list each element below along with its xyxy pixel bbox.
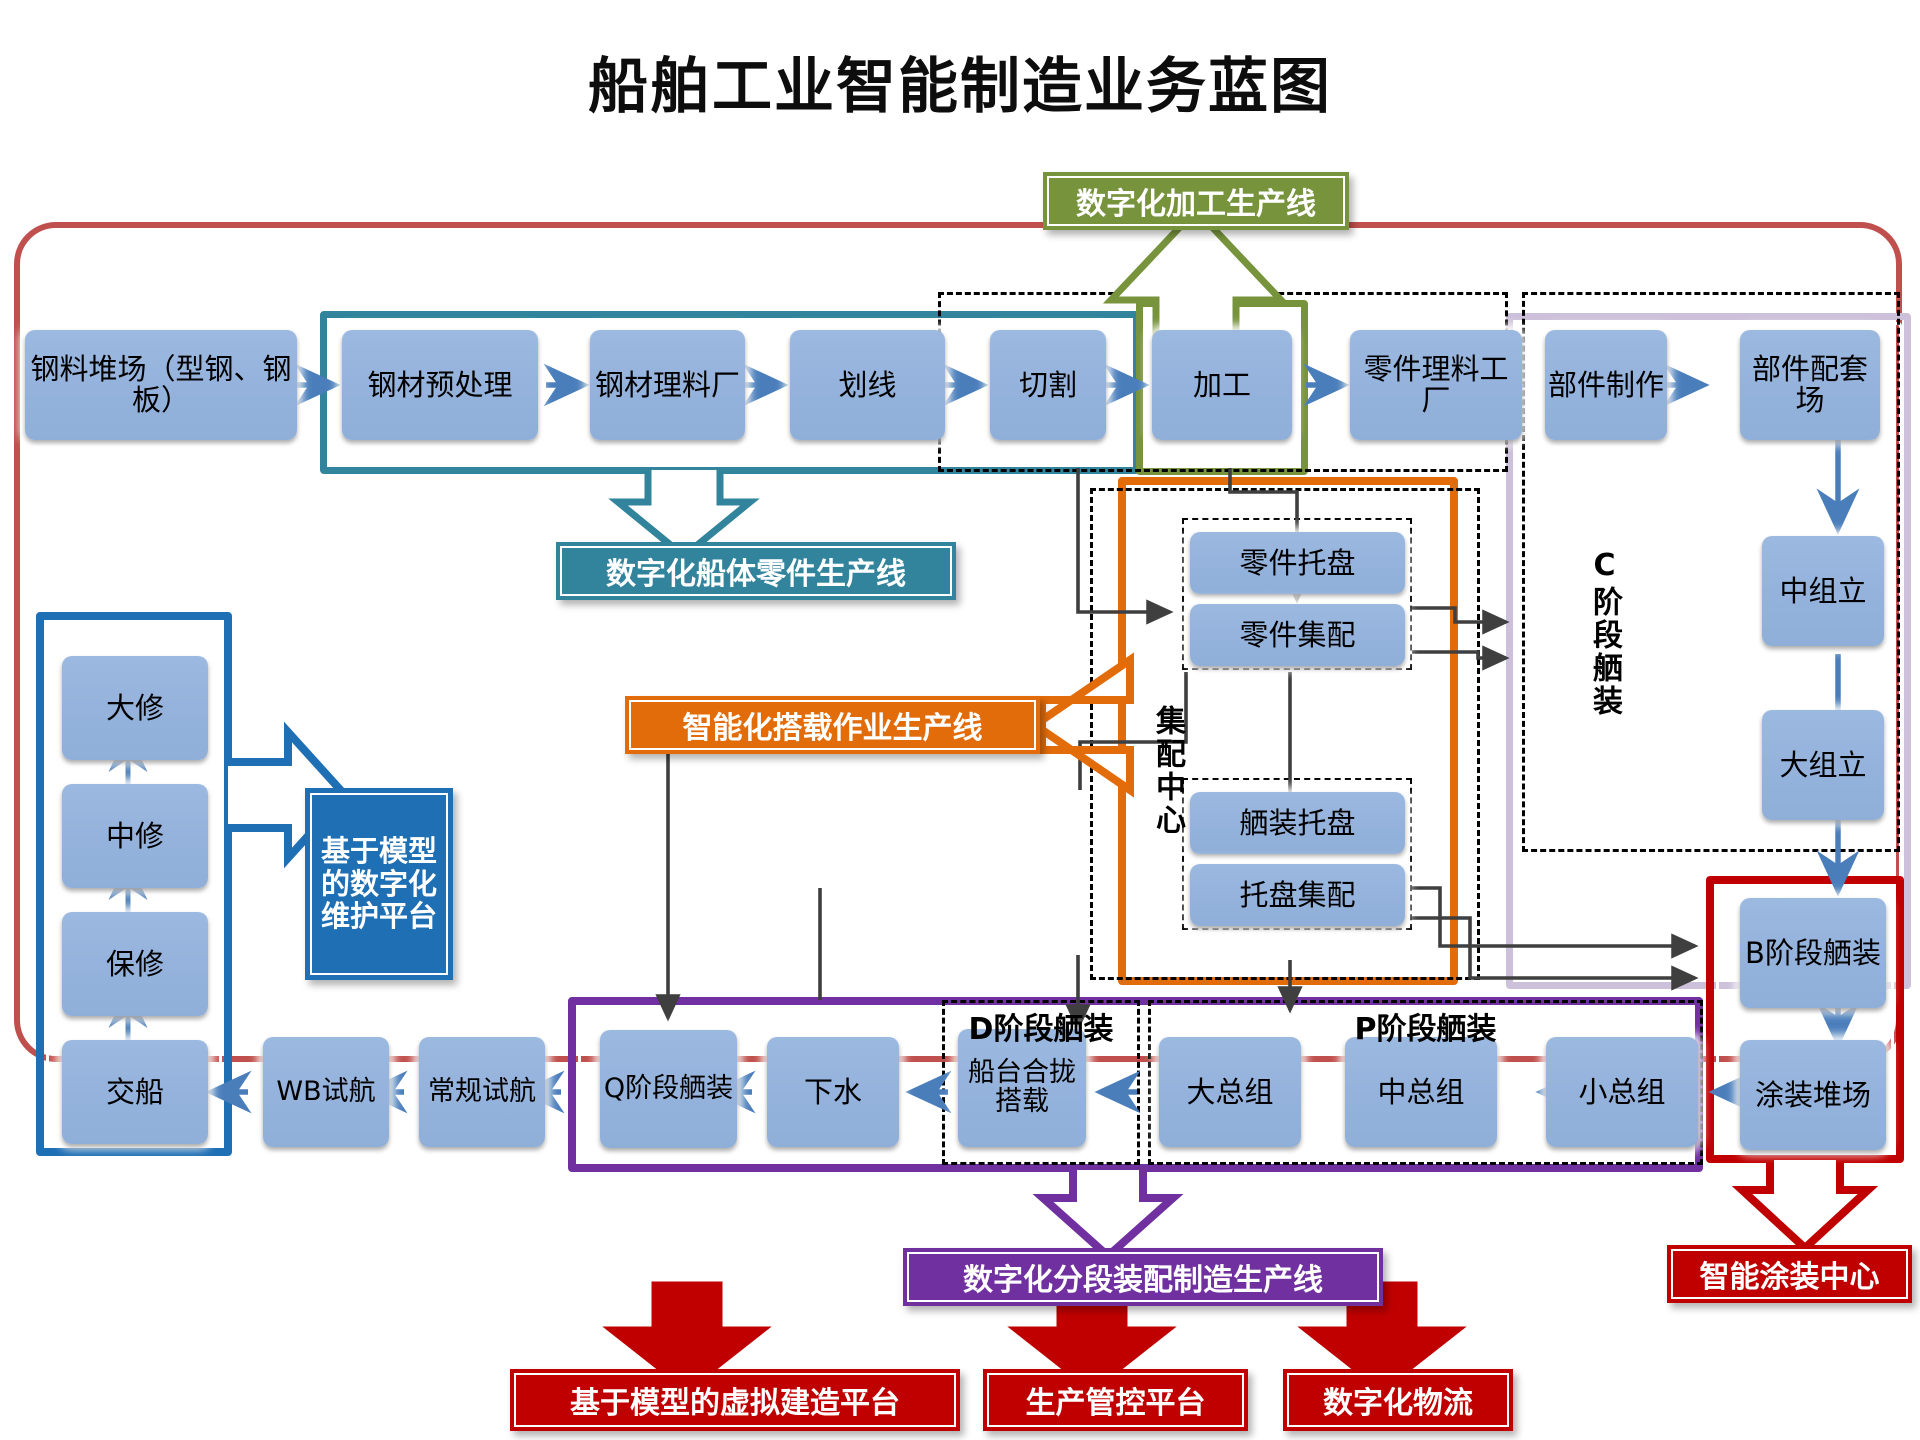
group-title-d-stage: D阶段舾装 bbox=[968, 1012, 1114, 1047]
label-green-text: 数字化加工生产线 bbox=[1047, 176, 1345, 226]
node-pallet-kitting[interactable]: 托盘集配 bbox=[1190, 864, 1405, 926]
node-normal-trial[interactable]: 常规试航 bbox=[419, 1037, 545, 1147]
dashed-box-c-stage bbox=[1522, 292, 1900, 852]
node-part-sorting[interactable]: 零件理料工厂 bbox=[1350, 330, 1522, 440]
node-b-stage-outfitting[interactable]: B阶段舾装 bbox=[1740, 898, 1886, 1008]
label-orange-erection-line: 智能化搭载作业生产线 bbox=[625, 696, 1040, 754]
platform-virtual-build-text: 基于模型的虚拟建造平台 bbox=[514, 1373, 956, 1427]
node-steel-yard[interactable]: 钢料堆场（型钢、钢板） bbox=[25, 330, 297, 440]
node-big-block[interactable]: 大总组 bbox=[1159, 1037, 1301, 1147]
platform-production-control-text: 生产管控平台 bbox=[987, 1373, 1244, 1427]
label-red-paint-center: 智能涂装中心 bbox=[1667, 1245, 1912, 1303]
node-mid-repair[interactable]: 中修 bbox=[62, 784, 208, 888]
node-part-pallet[interactable]: 零件托盘 bbox=[1190, 532, 1405, 594]
blue-maintenance-loop-inner bbox=[46, 622, 222, 1146]
purple-block-arrow bbox=[1032, 1170, 1184, 1262]
node-major-repair[interactable]: 大修 bbox=[62, 656, 208, 760]
label-purple-block-assembly-line: 数字化分段装配制造生产线 bbox=[903, 1248, 1383, 1306]
label-blue-maintenance-platform: 基于模型的数字化维护平台 bbox=[305, 788, 453, 980]
node-steel-sorting[interactable]: 钢材理料厂 bbox=[590, 330, 745, 440]
node-warranty[interactable]: 保修 bbox=[62, 912, 208, 1016]
label-blue-text: 基于模型的数字化维护平台 bbox=[310, 793, 448, 975]
node-part-kitting-yard[interactable]: 部件配套场 bbox=[1740, 330, 1880, 440]
group-title-p-stage: P阶段舾装 bbox=[1354, 1012, 1497, 1047]
node-marking[interactable]: 划线 bbox=[790, 330, 945, 440]
platform-digital-logistics-text: 数字化物流 bbox=[1287, 1373, 1509, 1427]
platform-production-control: 生产管控平台 bbox=[983, 1369, 1248, 1431]
label-purple-text: 数字化分段装配制造生产线 bbox=[907, 1252, 1379, 1302]
node-mid-assembly[interactable]: 中组立 bbox=[1762, 536, 1884, 646]
platform-digital-logistics: 数字化物流 bbox=[1283, 1369, 1513, 1431]
red-block-arrow bbox=[1731, 1160, 1879, 1254]
group-title-kitting-center: 集配中心 bbox=[1150, 705, 1185, 837]
node-cutting[interactable]: 切割 bbox=[990, 330, 1106, 440]
group-title-c-stage: C阶段舾装 bbox=[1587, 548, 1622, 718]
node-launch[interactable]: 下水 bbox=[767, 1037, 899, 1147]
node-small-block[interactable]: 小总组 bbox=[1546, 1037, 1698, 1147]
node-part-fabrication[interactable]: 部件制作 bbox=[1545, 330, 1667, 440]
label-red-text: 智能涂装中心 bbox=[1671, 1249, 1908, 1299]
page-title: 船舶工业智能制造业务蓝图 bbox=[588, 52, 1332, 122]
blue-maintenance-loop bbox=[36, 612, 232, 1156]
node-mid-block[interactable]: 中总组 bbox=[1345, 1037, 1497, 1147]
node-paint-yard[interactable]: 涂装堆场 bbox=[1740, 1040, 1886, 1150]
red-pipeline-loop-inner bbox=[1716, 886, 1894, 1153]
node-outfit-pallet[interactable]: 舾装托盘 bbox=[1190, 792, 1405, 854]
label-green-machining-line: 数字化加工生产线 bbox=[1043, 172, 1349, 230]
platform-virtual-build: 基于模型的虚拟建造平台 bbox=[510, 1369, 960, 1431]
red-pipeline-loop bbox=[1706, 876, 1904, 1163]
node-big-assembly[interactable]: 大组立 bbox=[1762, 710, 1884, 820]
node-slipway-erection[interactable]: 船台合拢搭载 bbox=[958, 1029, 1086, 1147]
node-wb-trial[interactable]: WB试航 bbox=[263, 1037, 389, 1147]
node-steel-pretreatment[interactable]: 钢材预处理 bbox=[342, 330, 538, 440]
node-delivery[interactable]: 交船 bbox=[62, 1040, 208, 1144]
label-teal-text: 数字化船体零件生产线 bbox=[560, 546, 952, 596]
node-machining[interactable]: 加工 bbox=[1152, 330, 1292, 440]
node-part-kitting[interactable]: 零件集配 bbox=[1190, 604, 1405, 666]
node-q-stage-outfitting[interactable]: Q阶段舾装 bbox=[600, 1030, 737, 1148]
dashed-box-p-stage bbox=[1148, 1000, 1703, 1165]
label-teal-hull-parts-line: 数字化船体零件生产线 bbox=[556, 542, 956, 600]
dashed-box-fit-pallets bbox=[1182, 778, 1412, 930]
label-orange-text: 智能化搭载作业生产线 bbox=[629, 700, 1036, 750]
